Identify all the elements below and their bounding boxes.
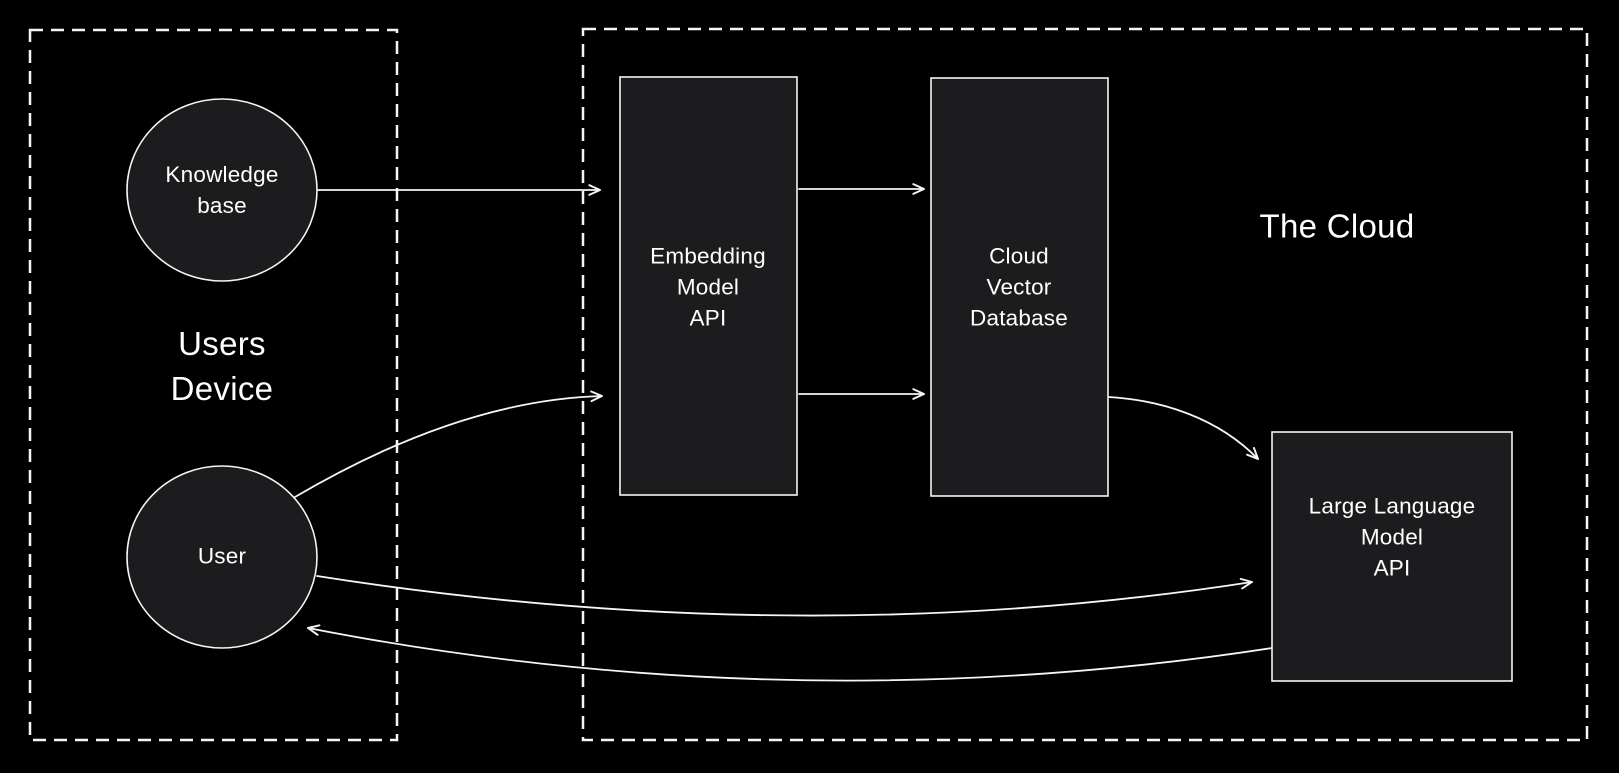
cloud-group-box	[581, 27, 1589, 742]
cloud-vector-database-node	[930, 77, 1109, 497]
edge-vector-db-to-llm	[1107, 396, 1259, 460]
users-device-group-box	[28, 28, 399, 742]
large-language-model-api-node	[1271, 431, 1513, 682]
edge-user-to-llm	[316, 575, 1253, 617]
user-node	[126, 465, 318, 649]
cloud-vector-database-label: Cloud Vector Database	[970, 243, 1068, 331]
edge-user-to-embedding	[294, 390, 603, 498]
user-label: User	[197, 543, 247, 569]
cloud-group-label: The Cloud	[1259, 207, 1415, 245]
embedding-model-api-node	[619, 76, 798, 496]
large-language-model-api-label: Large Language Model API	[1308, 493, 1476, 581]
edge-llm-to-user	[307, 624, 1273, 682]
knowledge-base-node	[126, 98, 318, 282]
users-device-group-label: Users Device	[170, 325, 274, 407]
knowledge-base-label: Knowledge base	[165, 162, 279, 218]
embedding-model-api-label: Embedding Model API	[650, 243, 766, 331]
